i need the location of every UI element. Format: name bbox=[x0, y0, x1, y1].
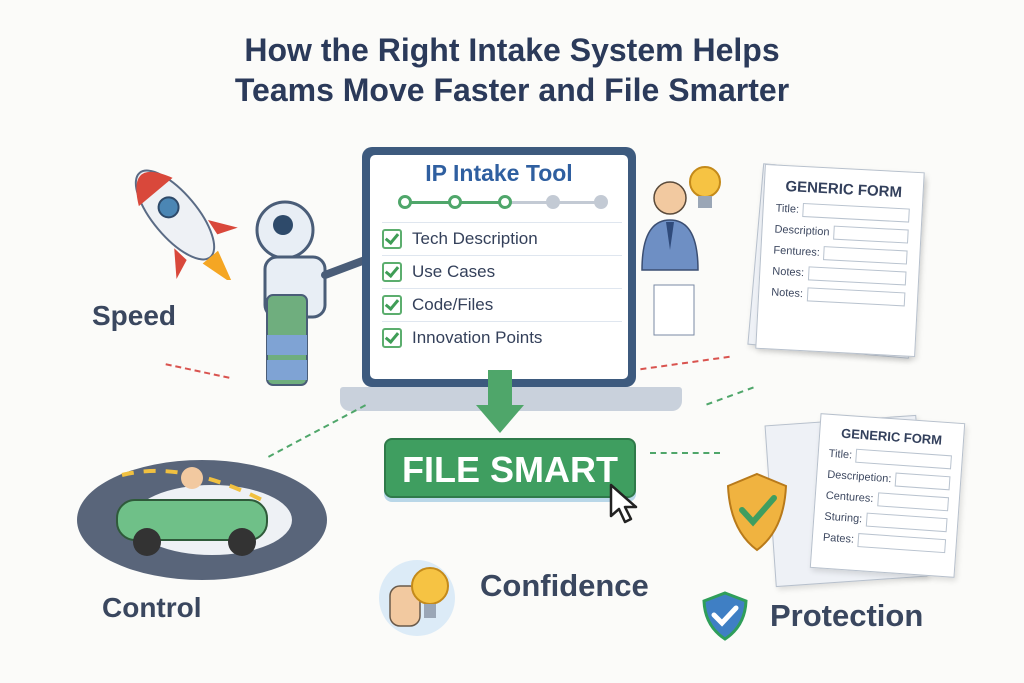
down-arrow-head-icon bbox=[476, 405, 524, 433]
checklist-item[interactable]: Use Cases bbox=[382, 255, 622, 288]
form-title: GENERIC FORM bbox=[785, 178, 903, 202]
intake-tool-panel bbox=[370, 155, 628, 379]
form-row: Sturing: bbox=[824, 510, 948, 533]
mouse-cursor-icon bbox=[609, 483, 638, 524]
form-title: GENERIC FORM bbox=[840, 425, 943, 448]
form-field-box bbox=[823, 246, 908, 265]
step-4 bbox=[546, 195, 560, 209]
speed-label: Speed bbox=[92, 300, 177, 331]
step-2 bbox=[448, 195, 462, 209]
form-field-box bbox=[857, 533, 947, 554]
lightbulb-icon bbox=[689, 166, 721, 208]
rocket-icon bbox=[134, 169, 238, 280]
checklist-label: Code/Files bbox=[412, 295, 494, 314]
form-row: Pates: bbox=[822, 531, 947, 554]
step-3 bbox=[498, 195, 512, 209]
robot-icon bbox=[255, 200, 369, 386]
form-row: Title: bbox=[828, 447, 952, 470]
checklist-item[interactable]: Code/Files bbox=[382, 288, 622, 321]
form-field-box bbox=[876, 492, 950, 512]
checklist-item[interactable]: Innovation Points bbox=[382, 321, 622, 354]
form-to-laptop-arrow bbox=[640, 355, 730, 371]
car-road-icon bbox=[77, 460, 327, 580]
control-label: Control bbox=[102, 592, 202, 623]
cycle-arrow bbox=[706, 386, 754, 406]
form-row: Notes: bbox=[772, 264, 907, 286]
shield-check-icon bbox=[726, 472, 788, 552]
checklist-item[interactable]: Tech Description bbox=[382, 222, 622, 255]
form-field-box bbox=[806, 287, 906, 307]
form-row: Fentures: bbox=[773, 244, 908, 265]
confidence-label: Confidence bbox=[480, 568, 649, 603]
form-field-label: Pates: bbox=[822, 531, 855, 546]
thumbs-up-bulb-icon bbox=[379, 560, 455, 636]
intake-checklist: Tech Description Use Cases Code/Files In… bbox=[382, 222, 622, 354]
down-arrow-icon bbox=[488, 370, 512, 410]
step-1 bbox=[398, 195, 412, 209]
form-field-box bbox=[807, 266, 907, 286]
speed-arrow bbox=[165, 363, 230, 379]
checklist-label: Use Cases bbox=[412, 262, 496, 281]
checkbox-checked-icon[interactable] bbox=[382, 295, 402, 315]
checklist-label: Innovation Points bbox=[412, 328, 543, 347]
form-field-label: Description bbox=[774, 223, 830, 239]
file-smart-button[interactable]: FILE SMART bbox=[384, 438, 636, 498]
form-row: Title: bbox=[775, 202, 910, 223]
form-field-box bbox=[855, 448, 952, 470]
shield-check-blue-icon bbox=[702, 591, 748, 641]
title-line-1: How the Right Intake System Helps bbox=[244, 32, 780, 68]
form-field-label: Sturing: bbox=[823, 510, 863, 526]
step-5 bbox=[594, 195, 608, 209]
form-row: Centures: bbox=[825, 489, 950, 512]
form-field-box bbox=[865, 512, 948, 533]
progress-stepper bbox=[398, 194, 608, 210]
generic-form-top: GENERIC FORM Title: Description Fentures… bbox=[755, 163, 925, 358]
form-row: Description bbox=[774, 223, 909, 244]
form-field-label: Descripetion: bbox=[826, 468, 892, 486]
form-field-box bbox=[802, 203, 910, 223]
form-field-box bbox=[894, 472, 951, 491]
checkbox-checked-icon[interactable] bbox=[382, 229, 402, 249]
form-field-box bbox=[833, 225, 909, 244]
protection-label: Protection bbox=[770, 598, 924, 633]
title-line-2: Teams Move Faster and File Smarter bbox=[234, 72, 790, 108]
intake-tool-title: IP Intake Tool bbox=[425, 160, 573, 186]
page-title: How the Right Intake System Helps Teams … bbox=[0, 30, 1024, 110]
form-field-label: Fentures: bbox=[773, 244, 821, 259]
generic-form-bottom: GENERIC FORM Title: Descripetion: Centur… bbox=[809, 413, 966, 578]
checkbox-checked-icon[interactable] bbox=[382, 262, 402, 282]
button-to-protection-arrow bbox=[650, 452, 720, 454]
form-field-label: Notes: bbox=[770, 286, 804, 301]
form-field-label: Title: bbox=[775, 202, 800, 216]
form-field-label: Centures: bbox=[825, 489, 874, 506]
form-row: Notes: bbox=[770, 285, 906, 307]
form-row: Descripetion: bbox=[827, 468, 951, 491]
form-field-label: Title: bbox=[828, 447, 853, 462]
checklist-label: Tech Description bbox=[412, 229, 538, 248]
form-field-label: Notes: bbox=[772, 265, 805, 280]
checkbox-checked-icon[interactable] bbox=[382, 328, 402, 348]
businessman-icon bbox=[641, 181, 699, 336]
